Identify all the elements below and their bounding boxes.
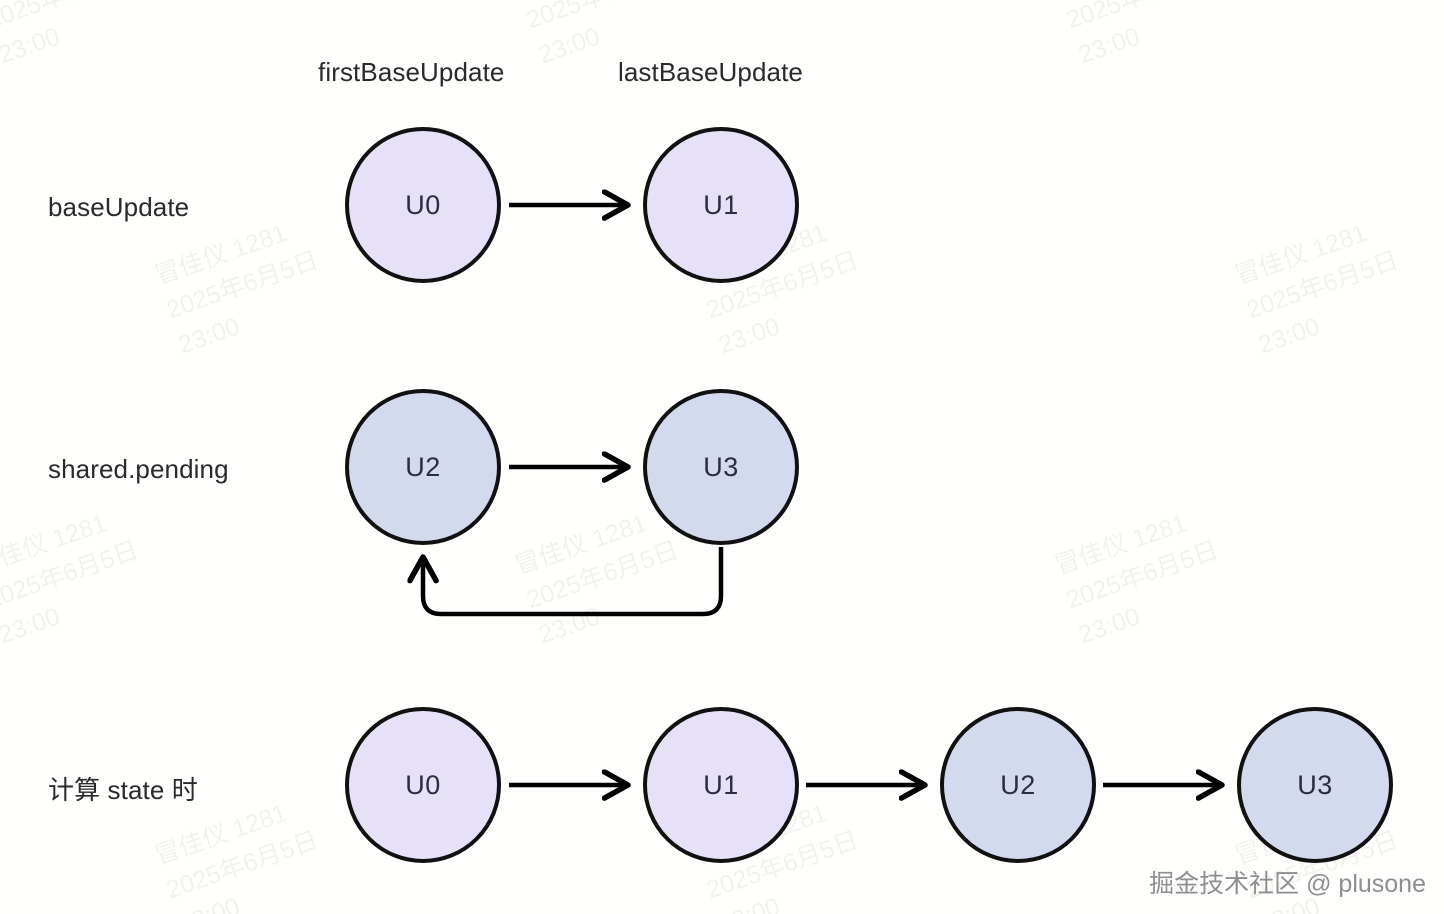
row-label-shared-pending: shared.pending [48, 454, 229, 484]
column-header-first-base-update: firstBaseUpdate [318, 57, 505, 87]
node-label: U1 [703, 189, 739, 220]
node-label: U0 [405, 189, 441, 220]
node-baseupdate-u1[interactable]: U1 [643, 127, 799, 283]
node-state-u0[interactable]: U0 [345, 707, 501, 863]
row-label-compute-state: 计算 state 时 [48, 775, 198, 805]
column-header-last-base-update: lastBaseUpdate [618, 57, 803, 87]
row-label-base-update: baseUpdate [48, 192, 190, 222]
credit-watermark: 掘金技术社区 @ plusone [1149, 870, 1426, 898]
arrow-pending-u3-u2-loop [423, 547, 724, 617]
node-pending-u3[interactable]: U3 [643, 389, 799, 545]
node-state-u3[interactable]: U3 [1237, 707, 1393, 863]
node-label: U1 [703, 769, 739, 800]
node-label: U3 [1297, 769, 1333, 800]
node-state-u1[interactable]: U1 [643, 707, 799, 863]
node-label: U3 [703, 451, 739, 482]
node-label: U2 [405, 451, 441, 482]
node-pending-u2[interactable]: U2 [345, 389, 501, 545]
node-label: U2 [1000, 769, 1036, 800]
node-label: U0 [405, 769, 441, 800]
node-baseupdate-u0[interactable]: U0 [345, 127, 501, 283]
node-state-u2[interactable]: U2 [940, 707, 1096, 863]
